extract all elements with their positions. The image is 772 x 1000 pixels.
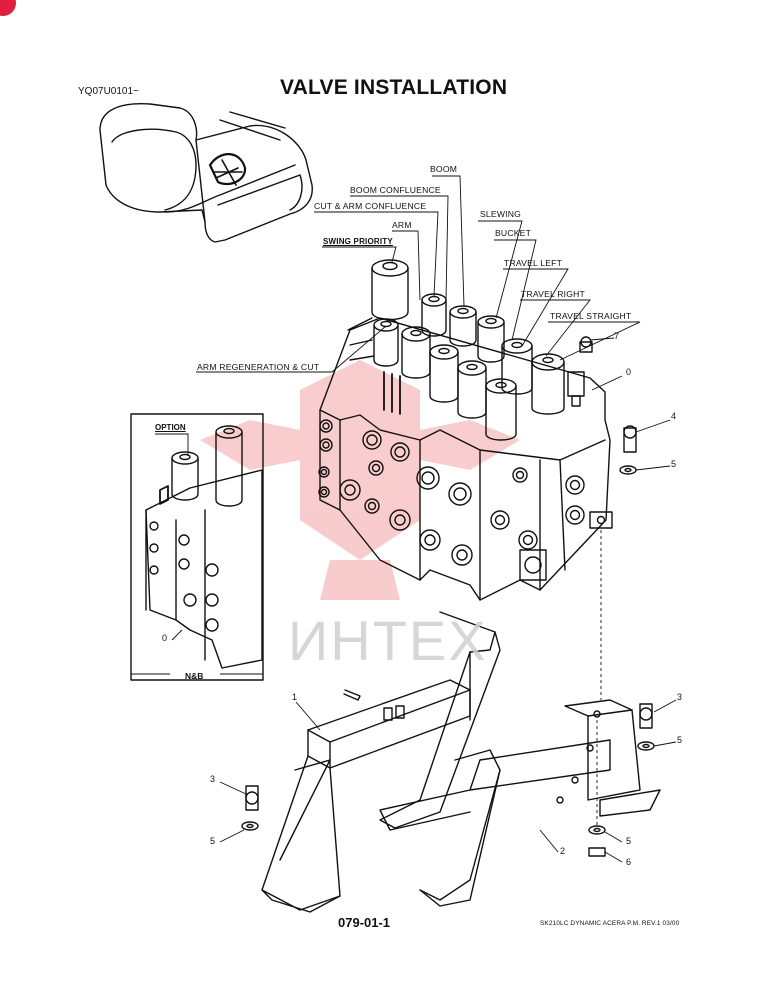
inset-footer-label: N&B	[185, 671, 204, 681]
model-code: YQ07U0101~	[78, 86, 139, 97]
page-code: 079-01-1	[338, 915, 391, 930]
watermark-text: ИНТЕХ	[288, 609, 488, 672]
excavator-body-drawing	[99, 103, 313, 243]
revision-note: SK210LC DYNAMIC ACERA P.M. REV.1 03/00	[540, 920, 680, 927]
callout-5-left: 5	[210, 836, 216, 846]
callout-6: 6	[626, 857, 632, 867]
callout-5-right: 5	[677, 735, 683, 745]
callout-0: 0	[626, 367, 632, 377]
label-cut-arm-confluence: CUT & ARM CONFLUENCE	[314, 201, 427, 211]
callout-1: 1	[292, 692, 298, 702]
label-boom: BOOM	[430, 164, 458, 174]
inset-callout-0: 0	[162, 633, 168, 643]
label-travel-left: TRAVEL LEFT	[504, 258, 563, 268]
callout-4: 4	[671, 411, 677, 421]
bracket-right-drawing	[379, 336, 661, 907]
bracket-left-drawing	[241, 611, 501, 913]
callout-7: 7	[614, 331, 620, 341]
label-swing-priority: SWING PRIORITY	[323, 237, 393, 246]
label-boom-confluence: BOOM CONFLUENCE	[350, 185, 441, 195]
label-travel-straight: TRAVEL STRAIGHT	[550, 311, 632, 321]
label-arm-regeneration-cut: ARM REGENERATION & CUT	[197, 362, 320, 372]
label-slewing: SLEWING	[480, 209, 522, 219]
callout-3-right: 3	[677, 692, 683, 702]
inset-option-label: OPTION	[155, 423, 186, 432]
callout-5-lower: 5	[626, 836, 632, 846]
inset-frame	[130, 413, 264, 681]
corner-badge	[0, 0, 16, 16]
callout-5-upper: 5	[671, 459, 677, 469]
label-bucket: BUCKET	[495, 228, 532, 238]
label-arm: ARM	[392, 220, 412, 230]
callout-2: 2	[560, 846, 566, 856]
label-travel-right: TRAVEL RIGHT	[521, 289, 585, 299]
control-valve-drawing	[318, 259, 613, 601]
page-title: VALVE INSTALLATION	[280, 76, 508, 99]
leader-lines	[131, 175, 677, 863]
callout-3-left: 3	[210, 774, 216, 784]
inset-drawing	[145, 425, 263, 669]
watermark-logo	[200, 360, 520, 600]
